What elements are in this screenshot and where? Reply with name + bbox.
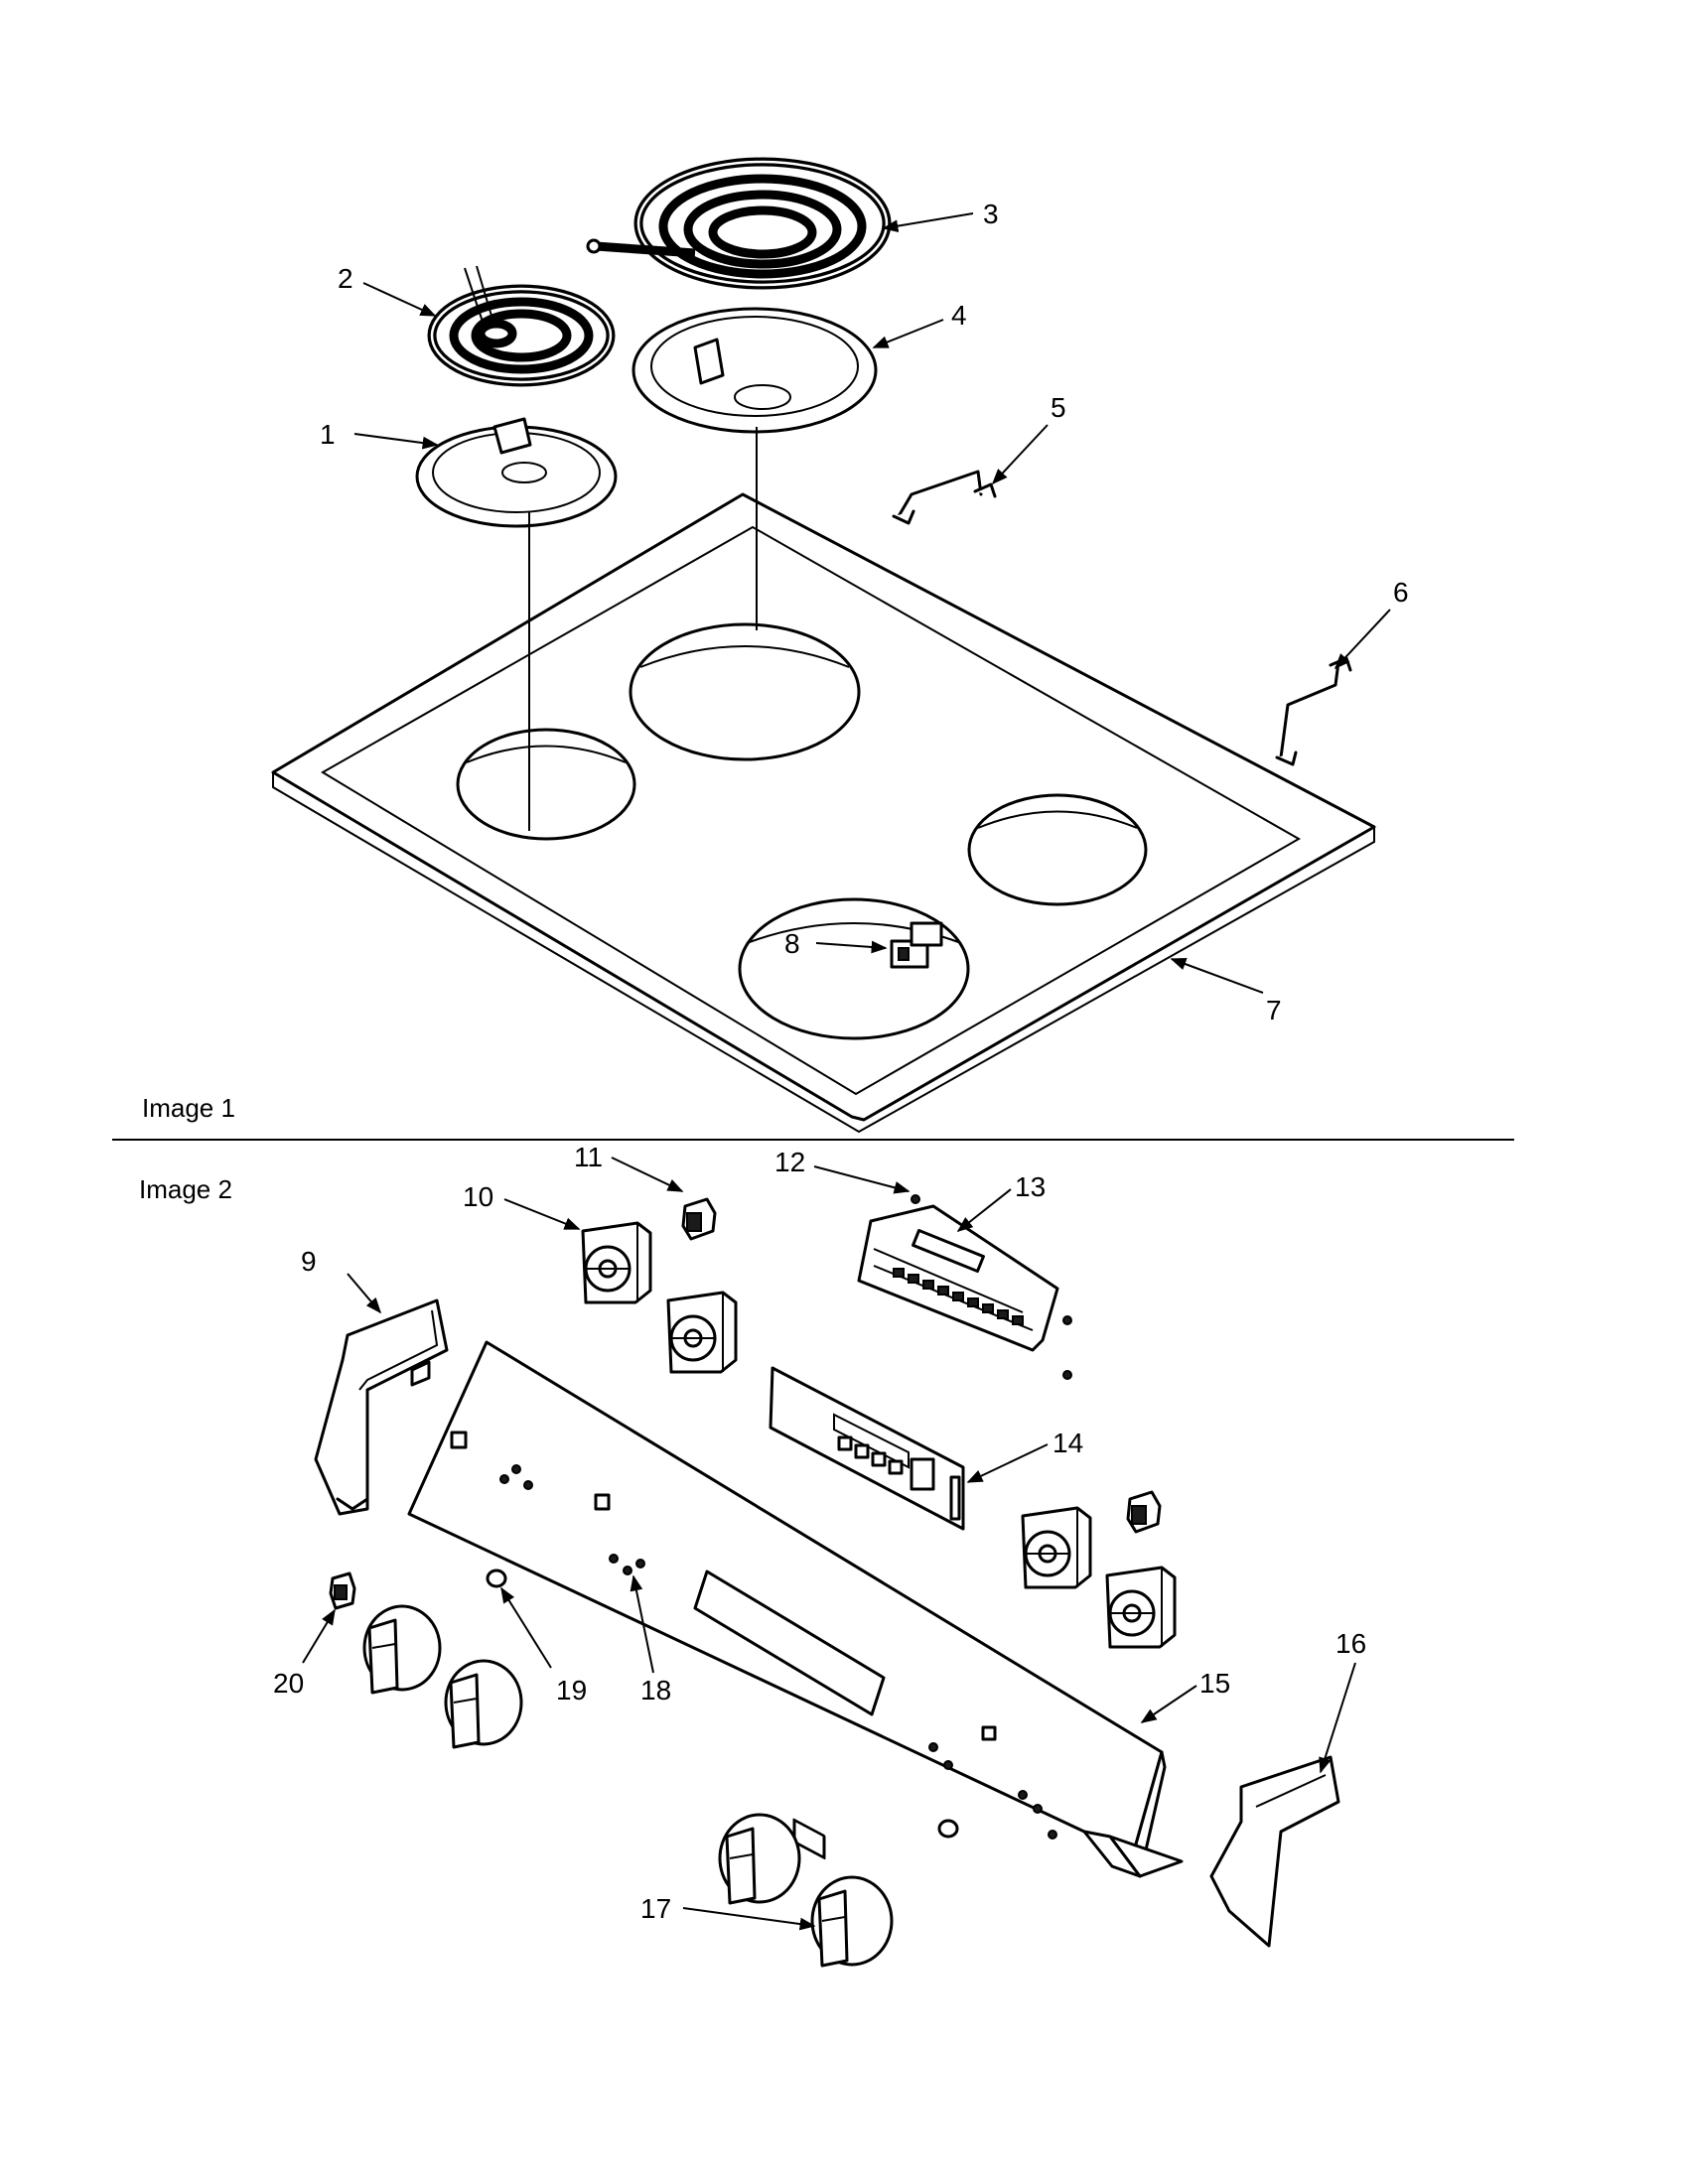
cooktop-section: 1 2 3 4 5 6 7 8 Image 1 bbox=[142, 157, 1409, 1134]
callout-2: 2 bbox=[338, 263, 353, 294]
callout-1: 1 bbox=[320, 419, 336, 450]
callout-13: 13 bbox=[1015, 1171, 1046, 1202]
image-2-label: Image 2 bbox=[139, 1174, 232, 1204]
right-end-cap[interactable] bbox=[1209, 1755, 1340, 1948]
large-drip-bowl[interactable] bbox=[632, 307, 878, 434]
control-overlay[interactable] bbox=[769, 1366, 965, 1860]
callout-3: 3 bbox=[983, 199, 999, 229]
callout-10: 10 bbox=[463, 1181, 493, 1212]
element-bracket-front[interactable] bbox=[1275, 656, 1352, 766]
control-panel-section: Image 2 bbox=[139, 1142, 1366, 1968]
callout-17: 17 bbox=[640, 1893, 671, 1924]
callout-8: 8 bbox=[784, 928, 800, 959]
control-knob-3[interactable] bbox=[718, 1813, 801, 1905]
small-drip-bowl[interactable] bbox=[415, 417, 618, 528]
panel-screws[interactable] bbox=[499, 1464, 1057, 1840]
image-1-label: Image 1 bbox=[142, 1093, 235, 1123]
left-end-cap[interactable] bbox=[314, 1298, 449, 1516]
backguard-panel[interactable] bbox=[407, 1340, 1184, 1878]
control-mounting-screws[interactable] bbox=[911, 1194, 1072, 1380]
indicator-lens[interactable] bbox=[486, 1569, 959, 1839]
indicator-light-switch[interactable] bbox=[681, 1197, 717, 1241]
control-knob-1[interactable] bbox=[362, 1604, 442, 1695]
infinite-switch-left-1[interactable] bbox=[581, 1221, 652, 1304]
small-coil-element[interactable] bbox=[427, 265, 616, 387]
callout-16: 16 bbox=[1335, 1628, 1366, 1659]
callout-18: 18 bbox=[640, 1675, 671, 1706]
electronic-control-board[interactable] bbox=[857, 1204, 1059, 1352]
terminal-block-receptacle[interactable] bbox=[890, 921, 943, 969]
indicator-light-switch-right[interactable] bbox=[1126, 1490, 1162, 1534]
burner-opening-right-rear bbox=[738, 897, 970, 1040]
control-knob-4[interactable] bbox=[810, 1875, 894, 1968]
callout-5: 5 bbox=[1051, 392, 1066, 423]
infinite-switch-right-1[interactable] bbox=[1021, 1506, 1092, 1589]
callout-7: 7 bbox=[1266, 995, 1282, 1025]
infinite-switch-right-2[interactable] bbox=[1105, 1566, 1177, 1649]
callout-6: 6 bbox=[1393, 577, 1409, 608]
rocker-switch[interactable] bbox=[329, 1571, 356, 1610]
callout-4: 4 bbox=[951, 300, 967, 331]
infinite-switch-left-2[interactable] bbox=[666, 1291, 738, 1374]
burner-opening-left-rear bbox=[456, 728, 636, 841]
burner-opening-left-front bbox=[629, 622, 861, 761]
element-bracket-rear[interactable] bbox=[892, 470, 997, 525]
callout-9: 9 bbox=[301, 1246, 317, 1277]
burner-opening-right-front bbox=[967, 793, 1148, 906]
callout-15: 15 bbox=[1199, 1668, 1230, 1699]
callout-14: 14 bbox=[1052, 1428, 1083, 1458]
callout-11: 11 bbox=[574, 1142, 603, 1172]
callout-19: 19 bbox=[556, 1675, 587, 1706]
callout-20: 20 bbox=[273, 1668, 304, 1699]
cooktop-top-panel[interactable] bbox=[271, 492, 1376, 1134]
large-coil-element[interactable] bbox=[586, 157, 892, 290]
control-knob-2[interactable] bbox=[444, 1659, 523, 1749]
callout-12: 12 bbox=[774, 1147, 805, 1177]
